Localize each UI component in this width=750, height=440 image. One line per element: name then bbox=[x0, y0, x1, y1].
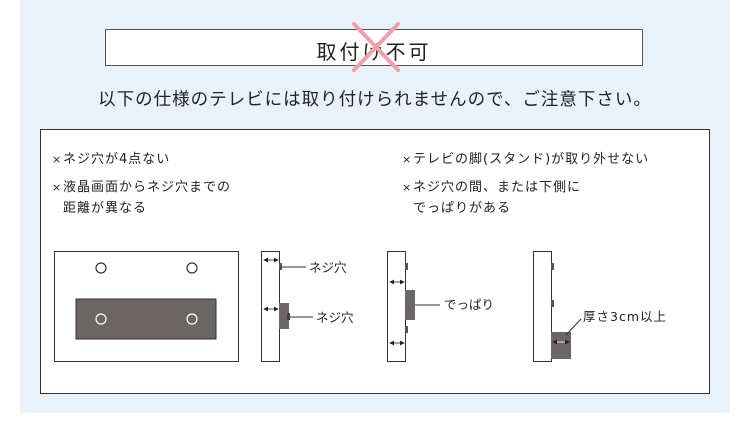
condition-text: ネジ穴の間、または下側に bbox=[413, 180, 582, 195]
screw-hole-icon bbox=[287, 313, 290, 320]
page-subtitle: 以下の仕様のテレビには取り付けられませんので、ご注意下さい。 bbox=[98, 90, 652, 110]
side-view-protrusion bbox=[387, 251, 440, 362]
condition-text-line2: 距離が異なる bbox=[63, 201, 148, 216]
thick-part-block bbox=[551, 332, 571, 359]
screw-hole-icon bbox=[186, 262, 198, 274]
side-view-thickness bbox=[533, 251, 582, 362]
label-screw-hole-top: ネジ穴 bbox=[309, 260, 347, 275]
screw-hole-icon bbox=[95, 313, 107, 325]
condition-text: ネジ穴が4点ない bbox=[63, 152, 171, 167]
screw-hole-icon bbox=[551, 263, 554, 270]
cross-mark-icon: × bbox=[52, 181, 63, 194]
screw-hole-icon bbox=[279, 263, 282, 270]
tv-back-diagram bbox=[54, 251, 239, 362]
cross-mark-icon: × bbox=[52, 153, 63, 166]
label-protrusion: でっぱり bbox=[444, 297, 494, 312]
screw-hole-icon bbox=[186, 313, 198, 325]
condition-stand-not-removable: ×テレビの脚(スタンド)が取り外せない bbox=[402, 149, 649, 170]
condition-text-line2: でっぱりがある bbox=[413, 201, 512, 216]
cross-mark-icon: × bbox=[402, 153, 413, 166]
condition-no-four-holes: ×ネジ穴が4点ない bbox=[52, 149, 170, 170]
mount-bracket bbox=[279, 303, 289, 329]
tv-side-outline bbox=[261, 251, 280, 362]
screw-hole-icon bbox=[405, 326, 408, 333]
tv-side-outline bbox=[387, 251, 406, 362]
cross-icon bbox=[352, 22, 400, 72]
label-screw-hole-bottom: ネジ穴 bbox=[316, 310, 354, 325]
protrusion-block bbox=[405, 290, 415, 320]
screw-hole-icon bbox=[551, 300, 554, 307]
screw-hole-icon bbox=[405, 263, 408, 270]
cross-mark-icon: × bbox=[402, 181, 413, 194]
condition-text: 液晶画面からネジ穴までの bbox=[63, 180, 232, 195]
label-thickness: 厚さ3cm以上 bbox=[583, 309, 667, 324]
condition-text: テレビの脚(スタンド)が取り外せない bbox=[413, 152, 650, 167]
condition-hole-distance: ×液晶画面からネジ穴までの 距離が異なる bbox=[52, 177, 231, 219]
tv-side-outline bbox=[533, 251, 552, 362]
side-view-hole-depth bbox=[261, 251, 313, 362]
screw-hole-icon bbox=[95, 262, 107, 274]
condition-protrusion: ×ネジ穴の間、または下側に でっぱりがある bbox=[402, 177, 581, 219]
